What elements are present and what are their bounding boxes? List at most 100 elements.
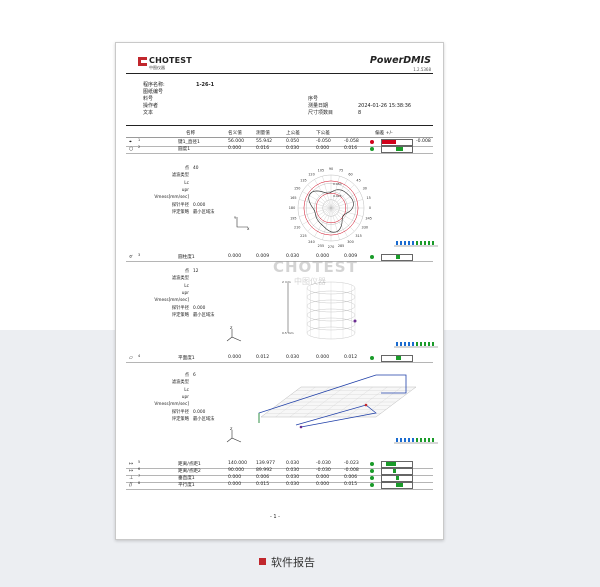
row-lower: -0.030 xyxy=(316,468,331,473)
polar-angle-label: 150 xyxy=(294,187,300,191)
histogram-bin xyxy=(400,241,402,245)
row-separator xyxy=(126,152,433,154)
col-header-measured: 测量值 xyxy=(256,131,270,136)
row-measured: 0.012 xyxy=(256,355,270,360)
param-label: Vmess[mm/sec] xyxy=(154,298,189,304)
polar-spoke xyxy=(302,191,332,209)
row-lower: 0.000 xyxy=(316,355,330,360)
polar-angle-label: 315 xyxy=(355,234,361,238)
measured-line xyxy=(295,404,377,428)
histogram-bin xyxy=(420,342,422,346)
mini-deviation-histogram xyxy=(394,438,438,444)
row-upper: 0.030 xyxy=(286,482,300,487)
plane-grid-line xyxy=(361,386,402,418)
row-upper: 0.030 xyxy=(286,146,300,151)
ring-label: 0.050 xyxy=(333,182,342,186)
polar-spoke xyxy=(330,176,340,209)
row-feature-icon: ⌖ xyxy=(129,139,132,145)
histogram-bin xyxy=(404,342,406,346)
upper-tolerance-circle xyxy=(303,180,359,236)
date-label: 测量日期 xyxy=(308,103,329,109)
histogram-bin xyxy=(428,342,430,346)
svg-text:Z: Z xyxy=(230,326,233,330)
param-value: 40 xyxy=(193,166,199,171)
tolerance-bar-fill xyxy=(396,482,403,487)
row-index: 5 xyxy=(138,460,141,464)
row-separator xyxy=(126,260,433,262)
param-label: 点 xyxy=(184,166,189,171)
row-deviation: 0.009 xyxy=(344,254,358,259)
status-indicator xyxy=(370,461,374,466)
histogram-bin xyxy=(396,241,398,245)
program-label: 程序名称: xyxy=(143,82,165,88)
histogram-bin xyxy=(428,438,430,442)
table-top-divider xyxy=(126,125,433,126)
scale-top-label: 2 mm xyxy=(282,280,291,284)
polar-spoke xyxy=(330,184,355,209)
row-name: 键1_直径1 xyxy=(178,140,200,145)
polar-spoke xyxy=(299,199,332,209)
row-lower: 0.000 xyxy=(316,475,330,480)
plane-grid-line xyxy=(347,386,388,418)
row-deviation: -0.023 xyxy=(344,461,359,466)
drawing-label: 图纸编号 xyxy=(143,89,164,95)
logo-subtitle: 中图仪器 xyxy=(149,65,165,70)
histogram-bin xyxy=(432,438,434,442)
histogram-bin xyxy=(408,241,410,245)
polar-angle-label: 105 xyxy=(318,169,324,173)
status-indicator xyxy=(370,468,374,473)
row-measured: 0.009 xyxy=(256,254,270,259)
row-measured: 0.016 xyxy=(256,146,270,151)
row-measured: 55.942 xyxy=(256,139,273,144)
row-separator xyxy=(126,145,433,147)
mini-deviation-histogram xyxy=(394,342,438,348)
measured-profile xyxy=(308,189,354,233)
tolerance-bar-fill xyxy=(392,468,396,473)
row-deviation: -0.058 xyxy=(344,139,359,144)
polar-angle-label: 180 xyxy=(289,206,295,210)
param-label: 点 xyxy=(184,269,189,274)
plane-grid-line xyxy=(318,386,359,418)
date-value: 2024-01-26 15:38:36 xyxy=(358,103,412,109)
polar-angle-label: 330 xyxy=(362,226,368,230)
polar-spoke xyxy=(307,207,332,232)
row-deviation: -0.008 xyxy=(344,468,359,473)
col-header-upper: 上公差 xyxy=(286,131,300,136)
param-label: upr xyxy=(181,394,189,400)
polar-angle-label: 0 xyxy=(369,206,371,210)
polar-angle-label: 285 xyxy=(338,244,344,248)
polar-angle-label: 135 xyxy=(300,179,306,183)
status-indicator xyxy=(370,139,374,144)
x-axis-label: X xyxy=(247,227,250,231)
param-value: 最小区域法 xyxy=(193,209,215,215)
polar-spoke xyxy=(330,207,340,240)
polar-spoke xyxy=(330,179,348,209)
histogram-bin xyxy=(400,438,402,442)
header-divider xyxy=(126,73,433,74)
histogram-bin xyxy=(412,438,414,442)
histogram-bin xyxy=(420,438,422,442)
xyz-axis-icon: Z xyxy=(226,326,242,342)
histogram-bin xyxy=(416,241,418,245)
lower-tolerance-circle xyxy=(315,192,347,224)
row-feature-icon: ○ xyxy=(129,146,134,152)
param-value: 0.000 xyxy=(193,305,206,311)
polar-angle-label: 225 xyxy=(300,234,306,238)
polar-angle-label: 210 xyxy=(294,226,300,230)
row-separator xyxy=(126,474,433,476)
param-label: Vmess[mm/sec] xyxy=(154,195,189,201)
count-value: 8 xyxy=(358,110,362,116)
polar-angle-label: 345 xyxy=(365,216,371,220)
polar-angle-label: 45 xyxy=(356,179,360,183)
polar-spoke xyxy=(322,176,332,209)
histogram-bin xyxy=(412,342,414,346)
polar-spoke xyxy=(330,207,363,217)
row-lower: -0.030 xyxy=(316,461,331,466)
param-label: 评定策略 xyxy=(171,312,189,318)
param-label: Lc xyxy=(184,283,189,289)
param-value: 6 xyxy=(193,373,196,378)
plane-grid-line xyxy=(332,386,373,418)
row-upper: 0.030 xyxy=(286,461,300,466)
param-label: 滤波类型 xyxy=(171,173,189,179)
